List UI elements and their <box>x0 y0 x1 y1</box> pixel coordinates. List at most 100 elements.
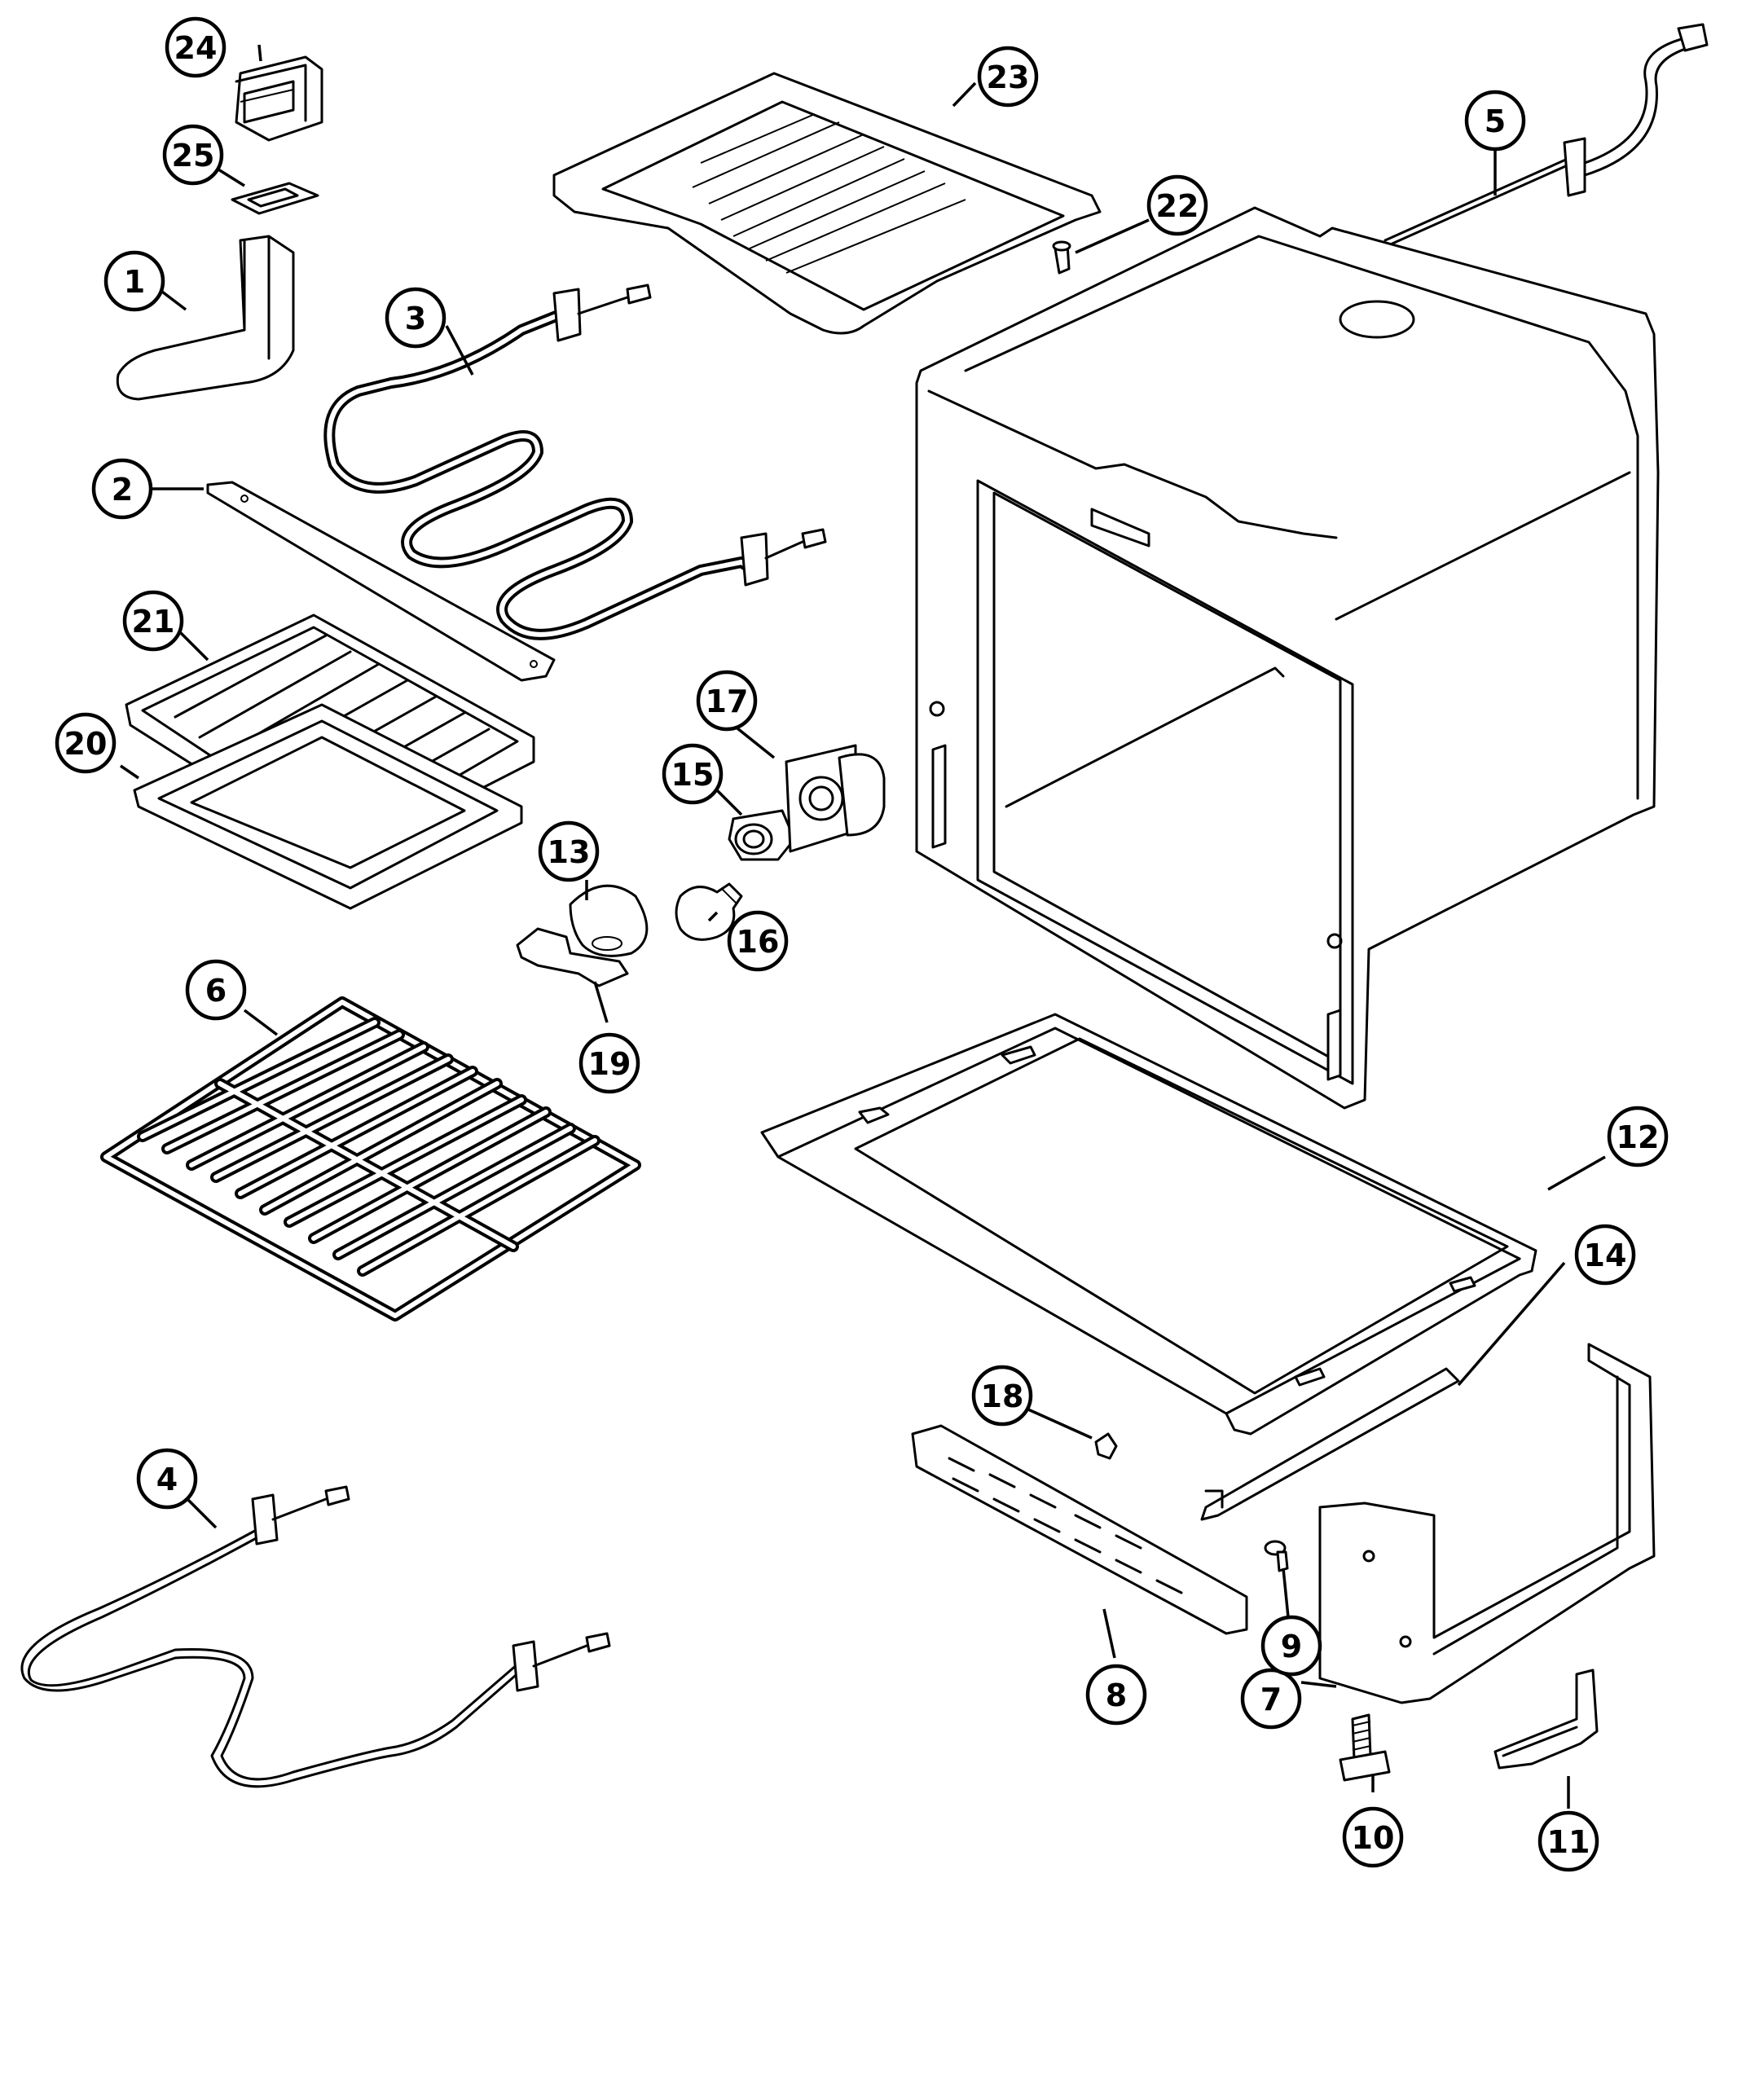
callout-label: 8 <box>1106 1677 1127 1713</box>
part-5-sensor-probe <box>1383 23 1709 248</box>
callout-label: 5 <box>1485 103 1506 139</box>
part-23-top-plate <box>552 72 1102 335</box>
callout-circle <box>103 250 165 312</box>
callout-14: 14 <box>1574 1224 1636 1286</box>
part-12-bottom-tray <box>760 1013 1537 1436</box>
part-19-clip <box>516 927 629 987</box>
callout-24: 24 <box>165 16 227 78</box>
callout-circle <box>1574 1224 1636 1286</box>
callout-label: 24 <box>174 30 218 66</box>
callout-4: 4 <box>136 1448 198 1510</box>
callout-label: 23 <box>987 59 1030 95</box>
part-24-bracket-box <box>235 55 323 142</box>
part-4-bake-element <box>20 1485 611 1788</box>
callout-16: 16 <box>727 910 789 972</box>
callout-11: 11 <box>1537 1810 1599 1872</box>
part-11-l-bracket <box>1493 1669 1599 1770</box>
part-14-bracket-strip <box>1200 1367 1460 1521</box>
callout-circle <box>578 1032 640 1094</box>
callout-circle <box>977 46 1039 108</box>
callout-circle <box>1146 174 1208 236</box>
callout-label: 18 <box>981 1378 1024 1414</box>
callout-circle <box>727 910 789 972</box>
callout-label: 9 <box>1281 1629 1302 1664</box>
callout-20: 20 <box>55 712 117 774</box>
part-22-screw <box>1052 240 1071 275</box>
callout-15: 15 <box>662 743 724 805</box>
callout-label: 1 <box>124 264 145 300</box>
callout-circle <box>662 743 724 805</box>
part-25-small-plate <box>231 182 319 215</box>
callout-6: 6 <box>185 959 247 1021</box>
part-17-lamp-housing <box>785 744 886 853</box>
callout-label: 14 <box>1584 1238 1627 1273</box>
callout-18: 18 <box>971 1365 1033 1427</box>
callout-9: 9 <box>1260 1615 1322 1677</box>
callout-circle <box>122 590 184 652</box>
part-1-curved-shield <box>116 235 295 401</box>
callout-label: 2 <box>112 472 133 508</box>
callout-label: 4 <box>156 1462 178 1497</box>
callout-circle <box>1085 1664 1147 1726</box>
callout-circle <box>165 16 227 78</box>
callout-circle <box>1607 1106 1669 1167</box>
callout-circle <box>185 959 247 1021</box>
callout-label: 19 <box>588 1046 631 1082</box>
callout-1: 1 <box>103 250 165 312</box>
part-8-vent-panel <box>911 1424 1248 1635</box>
part-9-screw <box>1264 1540 1289 1572</box>
part-16-bulb <box>675 882 743 941</box>
callout-label: 25 <box>172 138 215 174</box>
callout-circle <box>91 458 153 520</box>
callout-circle <box>1240 1668 1302 1730</box>
part-13-light-lens <box>569 884 649 957</box>
callout-7: 7 <box>1240 1668 1302 1730</box>
callout-label: 7 <box>1260 1682 1282 1717</box>
part-18-clip <box>1094 1432 1118 1460</box>
callout-21: 21 <box>122 590 184 652</box>
callout-label: 11 <box>1547 1824 1590 1860</box>
callout-label: 6 <box>205 973 227 1009</box>
callout-circle <box>1537 1810 1599 1872</box>
callout-label: 13 <box>548 834 591 870</box>
callout-5: 5 <box>1464 90 1526 152</box>
callout-circle <box>162 124 224 186</box>
callout-label: 22 <box>1156 188 1199 224</box>
callout-label: 20 <box>64 726 108 762</box>
callout-label: 10 <box>1352 1820 1395 1856</box>
callout-25: 25 <box>162 124 224 186</box>
callout-12: 12 <box>1607 1106 1669 1167</box>
callout-8: 8 <box>1085 1664 1147 1726</box>
callout-19: 19 <box>578 1032 640 1094</box>
callout-circle <box>1260 1615 1322 1677</box>
callout-label: 3 <box>405 301 426 336</box>
callout-circle <box>971 1365 1033 1427</box>
callout-label: 17 <box>706 684 749 719</box>
callout-13: 13 <box>538 820 600 882</box>
oven-cavity <box>915 206 1660 1110</box>
callout-circle <box>1342 1806 1404 1868</box>
leader-lines <box>120 44 1606 1809</box>
callout-label: 21 <box>132 604 175 640</box>
part-2-strip <box>206 481 556 682</box>
part-20-broiler-pan <box>133 703 523 910</box>
callout-circle <box>385 287 446 349</box>
callout-circle <box>538 820 600 882</box>
callout-10: 10 <box>1342 1806 1404 1868</box>
callout-22: 22 <box>1146 174 1208 236</box>
callout-circle <box>696 670 758 732</box>
callout-label: 16 <box>737 924 780 960</box>
part-6-oven-rack <box>100 996 641 1321</box>
callout-3: 3 <box>385 287 446 349</box>
callout-label: 12 <box>1617 1119 1660 1155</box>
part-7-side-frame <box>1318 1343 1656 1704</box>
callout-23: 23 <box>977 46 1039 108</box>
part-10-leveling-leg <box>1339 1713 1391 1782</box>
part-15-lamp-socket <box>728 809 796 861</box>
callout-circle <box>1464 90 1526 152</box>
callout-circle <box>55 712 117 774</box>
callout-2: 2 <box>91 458 153 520</box>
callout-circle <box>136 1448 198 1510</box>
